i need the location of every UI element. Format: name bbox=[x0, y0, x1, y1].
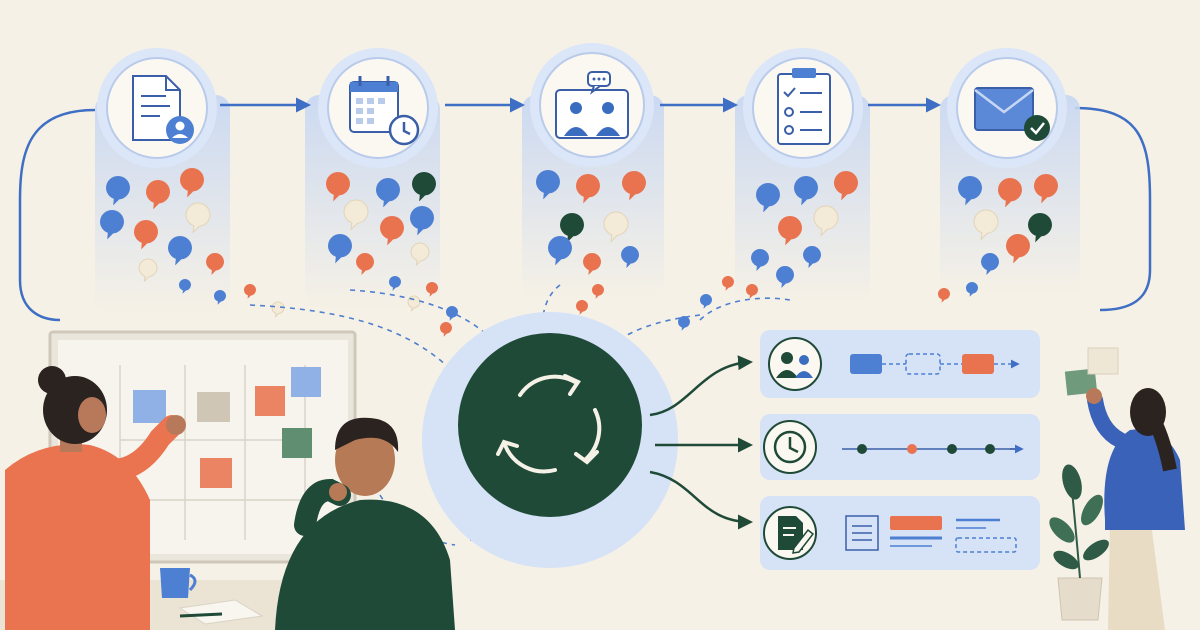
outer-loop-line-right bbox=[1074, 106, 1152, 312]
speech-bubble bbox=[803, 246, 821, 269]
speech-bubble bbox=[328, 234, 352, 264]
speech-bubble bbox=[756, 183, 780, 213]
speech-bubble bbox=[834, 171, 858, 201]
video-meeting-icon bbox=[555, 71, 629, 139]
stage-3 bbox=[530, 43, 654, 167]
speech-bubble bbox=[179, 279, 191, 294]
speech-bubble bbox=[1006, 234, 1030, 264]
sticky-note bbox=[255, 386, 285, 416]
speech-bubble bbox=[794, 176, 818, 206]
speech-bubble bbox=[244, 284, 256, 299]
clipboard-checklist-icon bbox=[777, 68, 831, 145]
refresh-cycle-icon bbox=[496, 374, 602, 474]
speech-bubble bbox=[271, 301, 285, 319]
speech-bubble bbox=[622, 171, 646, 201]
speech-bubble bbox=[813, 205, 839, 237]
speech-bubble bbox=[721, 276, 734, 291]
speech-bubble bbox=[677, 316, 690, 331]
speech-bubble bbox=[134, 220, 158, 250]
speech-bubble bbox=[410, 242, 430, 267]
speech-bubble bbox=[440, 322, 452, 337]
person-middle bbox=[275, 417, 455, 630]
sticky-note bbox=[291, 367, 321, 397]
speech-bubble bbox=[778, 216, 802, 246]
speech-bubble bbox=[343, 199, 369, 231]
speech-bubble bbox=[776, 266, 794, 289]
speech-bubble bbox=[575, 300, 588, 315]
hub-circle bbox=[458, 333, 642, 517]
person-left bbox=[5, 366, 186, 630]
speech-bubble bbox=[536, 170, 560, 200]
sticky-note bbox=[1064, 368, 1098, 396]
speech-bubble bbox=[407, 295, 421, 313]
stage-5 bbox=[947, 48, 1067, 168]
sticky-note bbox=[282, 428, 312, 458]
speech-bubble bbox=[548, 236, 572, 266]
sticky-note bbox=[133, 390, 166, 423]
sticky-note bbox=[200, 458, 232, 488]
speech-bubble bbox=[1033, 174, 1058, 204]
speech-bubble bbox=[699, 294, 712, 309]
speech-bubble bbox=[973, 209, 999, 241]
sticky-note bbox=[1087, 347, 1119, 375]
output-arrows bbox=[649, 355, 753, 530]
document-user-icon bbox=[132, 75, 194, 144]
speech-bubble bbox=[751, 249, 769, 272]
clock-icon bbox=[773, 430, 807, 464]
speech-bubble bbox=[99, 210, 124, 240]
output-row-form bbox=[760, 496, 1040, 570]
speech-bubble bbox=[412, 172, 436, 202]
speech-bubble bbox=[426, 282, 438, 297]
speech-bubble bbox=[981, 253, 999, 276]
outer-loop-line bbox=[18, 108, 96, 322]
document-edit-icon bbox=[778, 516, 815, 554]
output-row-timeline bbox=[760, 414, 1040, 480]
speech-bubble bbox=[958, 176, 982, 206]
speech-bubble bbox=[965, 282, 978, 297]
output-row-process bbox=[760, 330, 1040, 398]
stage-4 bbox=[743, 48, 863, 168]
speech-bubble bbox=[603, 211, 629, 243]
speech-bubble bbox=[376, 178, 400, 208]
plant-right bbox=[1049, 464, 1109, 621]
speech-bubble bbox=[446, 306, 458, 321]
speech-bubble bbox=[1027, 213, 1052, 243]
speech-bubble bbox=[389, 276, 401, 291]
speech-bubble bbox=[214, 290, 226, 305]
speech-bubble bbox=[180, 168, 204, 198]
speech-bubble bbox=[621, 246, 639, 269]
speech-bubble bbox=[356, 253, 374, 276]
calendar-clock-icon bbox=[349, 76, 420, 146]
speech-bubble bbox=[138, 258, 158, 283]
speech-bubble bbox=[998, 178, 1022, 208]
hub bbox=[422, 312, 678, 568]
speech-bubble bbox=[105, 176, 130, 206]
envelope-check-icon bbox=[974, 87, 1050, 141]
speech-bubble bbox=[937, 288, 950, 303]
stage-2 bbox=[318, 48, 438, 168]
speech-bubble bbox=[410, 206, 434, 236]
speech-bubble bbox=[168, 236, 192, 266]
stage-1 bbox=[97, 48, 217, 168]
speech-bubble bbox=[205, 253, 224, 276]
speech-bubble bbox=[576, 174, 600, 204]
speech-bubble bbox=[745, 284, 758, 299]
speech-bubble bbox=[185, 202, 211, 234]
sticky-note bbox=[197, 392, 230, 422]
speech-bubble bbox=[380, 216, 404, 246]
speech-bubble bbox=[560, 213, 584, 243]
feedback-bubbles bbox=[99, 168, 1058, 337]
speech-bubble bbox=[583, 253, 601, 276]
output-row-bg bbox=[760, 414, 1040, 480]
speech-bubble bbox=[146, 180, 170, 210]
speech-bubble bbox=[326, 172, 350, 202]
team-icon bbox=[776, 352, 813, 378]
person-right bbox=[1064, 347, 1185, 630]
speech-bubble bbox=[591, 284, 604, 299]
